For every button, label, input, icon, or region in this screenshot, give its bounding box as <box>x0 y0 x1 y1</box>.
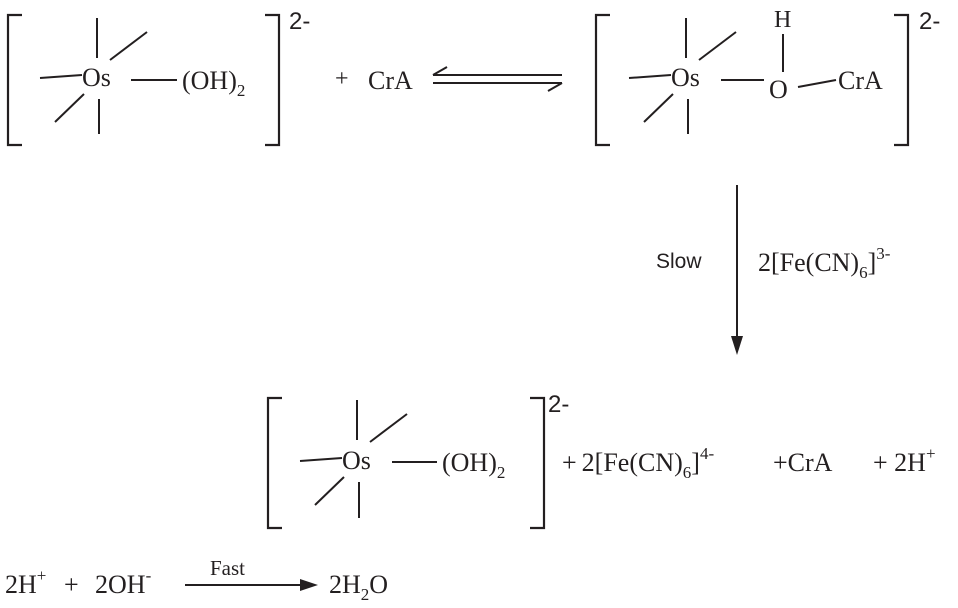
bond-left <box>299 457 343 462</box>
bond-lower-left <box>314 476 345 506</box>
ligand-subscript: 2 <box>497 463 506 482</box>
bond-o-cra <box>797 79 837 88</box>
right-bracket <box>894 13 910 147</box>
slow-step-arrow <box>731 185 743 355</box>
bond-lower-left <box>643 93 674 123</box>
product-water: 2H2O <box>329 570 388 604</box>
left-bracket <box>266 396 282 530</box>
metal-os: Os <box>342 446 371 475</box>
complex-os-oh-cra: Os H O CrA 2- <box>594 7 940 147</box>
bond-upper-right <box>369 413 408 443</box>
bond-upper-right <box>698 31 737 61</box>
atom-h: H <box>774 7 791 33</box>
charge-label: 2- <box>548 391 569 418</box>
left-bracket <box>594 13 610 147</box>
bond-left <box>628 74 672 79</box>
complex-os-oh2-bottom: Os (OH)2 2- <box>266 391 569 530</box>
svg-text:(OH)2: (OH)2 <box>182 66 245 100</box>
arrow-head <box>731 336 743 355</box>
slow-label: Slow <box>656 250 702 273</box>
charge-label: 2- <box>919 8 940 35</box>
bond-left <box>39 74 83 79</box>
group-cra: CrA <box>838 66 883 95</box>
ligand-subscript: 2 <box>237 81 246 100</box>
product-cra: +CrA <box>773 448 833 477</box>
metal-os: Os <box>671 63 700 92</box>
metal-os: Os <box>82 63 111 92</box>
reactant-protons: 2H+ <box>5 566 46 599</box>
reactant-hydroxide: 2OH- <box>95 566 152 599</box>
plus-sign: + <box>64 570 79 599</box>
reagent-cra: CrA <box>368 66 413 95</box>
product-ferrocyanide: +2[Fe(CN)6]4- <box>562 444 714 482</box>
fast-label: Fast <box>210 556 245 580</box>
left-bracket <box>6 13 22 147</box>
atom-o: O <box>769 75 788 104</box>
ligand-oh: (OH) <box>182 66 237 95</box>
svg-text:(OH)2: (OH)2 <box>442 448 505 482</box>
product-protons: + 2H+ <box>873 444 936 477</box>
complex-os-oh2-top: Os (OH)2 2- <box>6 8 310 147</box>
charge-label: 2- <box>289 8 310 35</box>
arrow-head <box>300 579 318 591</box>
equilibrium-arrow <box>432 66 563 92</box>
right-bracket <box>530 396 546 530</box>
plus-sign: + <box>335 66 349 92</box>
fast-arrow <box>185 579 318 591</box>
ferricyanide-reagent: 2[Fe(CN)6]3- <box>758 244 891 282</box>
bond-lower-left <box>54 93 85 123</box>
right-bracket <box>265 13 281 147</box>
ligand-oh: (OH) <box>442 448 497 477</box>
bond-upper-right <box>109 31 148 61</box>
